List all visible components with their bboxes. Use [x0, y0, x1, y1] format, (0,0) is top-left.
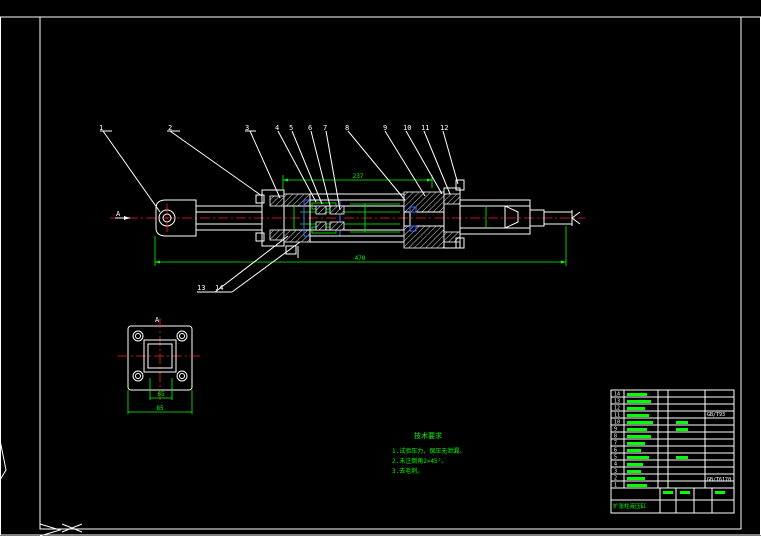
flange-view: A 65 85	[118, 316, 202, 414]
dim-barrel-length: 237	[353, 173, 364, 180]
part-label: 3	[245, 124, 249, 132]
part-leaders: 1 2 3 4 5 6 7 8 9 10 11 12 13 14	[99, 124, 459, 293]
tech-req-line: 2.未注倒角2×45°。	[392, 457, 447, 465]
bom-row-number: 7	[614, 441, 617, 447]
bom-row-number: 14	[614, 392, 620, 398]
bom-row-number: 3	[614, 469, 617, 475]
technical-requirements: 技术要求 1.试验压力，保压无泄漏。 2.未注倒角2×45°。 3.去毛刺。	[392, 431, 465, 475]
part-label: 11	[421, 124, 429, 132]
dimensions: 237 470	[154, 173, 567, 266]
section-mark: A	[116, 210, 121, 218]
std-ref: GB/T6170	[707, 477, 731, 483]
bom-row-number: 2	[614, 476, 617, 482]
bom-row-number: 12	[614, 406, 620, 412]
bom-row-number: 4	[614, 462, 617, 468]
dim-overall-length: 470	[355, 255, 366, 262]
bom-green-marks	[627, 393, 725, 494]
part-label: 1	[99, 124, 103, 132]
cylinder-barrel	[309, 193, 411, 243]
tech-req-line: 1.试验压力，保压无泄漏。	[392, 447, 465, 455]
part-label: 8	[345, 124, 349, 132]
bom-row-number: 8	[614, 434, 617, 440]
part-label: 5	[289, 124, 293, 132]
bom-row-number: 11	[614, 413, 620, 419]
tech-req-title: 技术要求	[414, 431, 442, 440]
tech-req-line: 3.去毛刺。	[392, 467, 423, 475]
piston	[403, 191, 445, 249]
view-mark: A	[155, 316, 160, 324]
part-label: 2	[168, 124, 172, 132]
rod-eye	[155, 199, 197, 237]
part-label: 4	[275, 124, 279, 132]
dim-bolt-spacing: 65	[157, 391, 165, 398]
drawing-name: 扩张柱液压缸	[613, 502, 647, 510]
part-label: 14	[215, 284, 223, 292]
part-label: 12	[440, 124, 448, 132]
rear-cap	[443, 179, 465, 249]
part-label: 13	[197, 284, 205, 292]
part-label: 10	[403, 124, 411, 132]
bom-row-number: 6	[614, 448, 617, 454]
part-label: 7	[323, 124, 327, 132]
bom-row-number: 9	[614, 427, 617, 433]
bom-row-number: 1	[614, 483, 617, 489]
part-label: 6	[308, 124, 312, 132]
bom-row-number: 13	[614, 399, 620, 405]
dim-flange-width: 85	[156, 405, 164, 412]
cylinder-assembly	[110, 179, 585, 258]
part-label: 9	[383, 124, 387, 132]
std-ref: GB/T93	[707, 412, 725, 418]
bom-row-number: 5	[614, 455, 617, 461]
bom-row-number: 10	[614, 420, 620, 426]
